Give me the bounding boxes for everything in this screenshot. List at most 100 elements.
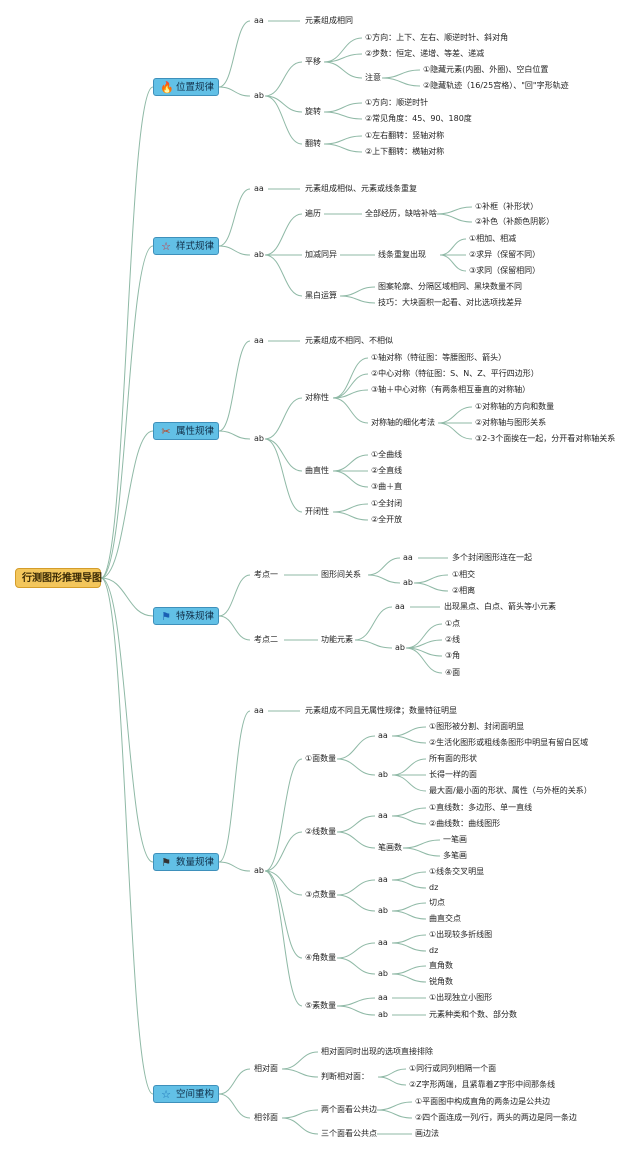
node-label: 一笔画 [443, 835, 467, 844]
connector [336, 879, 376, 896]
node-label: 加减同异 [305, 250, 337, 259]
node-label: ②全开放 [371, 515, 403, 524]
connector [218, 710, 251, 863]
fire-icon: 🔥 [160, 81, 174, 94]
connector [218, 188, 251, 247]
connector [264, 870, 303, 896]
branch-label: 数量规律 [176, 857, 215, 868]
connector [336, 831, 376, 849]
connector [332, 357, 369, 399]
node-label: ab [395, 643, 405, 652]
node-label: 所有面的形状 [429, 754, 477, 763]
connector [402, 839, 441, 849]
root-node[interactable]: 行测图形推理导图 [15, 568, 102, 588]
connector [323, 102, 363, 113]
node-label: ab [254, 434, 264, 443]
root-connector [100, 577, 154, 617]
connector [336, 942, 376, 959]
connector [439, 238, 467, 256]
connector [332, 511, 369, 521]
node-label: ab [378, 770, 388, 779]
connector [264, 438, 303, 513]
branch-label: 空间重构 [176, 1089, 215, 1100]
node-label: aa [403, 553, 413, 562]
connector [367, 574, 401, 584]
connector [391, 902, 427, 912]
connector [391, 942, 427, 952]
node-label: ④面 [445, 668, 461, 677]
connector [332, 397, 369, 424]
node-label: ①隐藏元素(内圈、外圈)、空白位置 [423, 65, 549, 74]
node-label: 翻转 [305, 139, 321, 148]
node-label: 考点二 [254, 635, 278, 644]
connector [381, 77, 421, 87]
connector [264, 213, 303, 256]
node-label: ②步数：恒定、递增、等差、递减 [365, 49, 485, 58]
node-label: 遍历 [305, 209, 321, 218]
branch-position[interactable]: 🔥位置规律 [153, 78, 219, 96]
connector [264, 870, 303, 1007]
connector [413, 574, 449, 584]
node-label: ③曲＋直 [371, 482, 403, 491]
node-label: ①平面图中构成直角的两条边是公共边 [415, 1097, 551, 1106]
connector [264, 870, 303, 959]
branch-style[interactable]: ☆样式规律 [153, 237, 219, 255]
branch-quantity[interactable]: ⚑数量规律 [153, 853, 219, 871]
connector [281, 1109, 319, 1119]
connector [323, 143, 363, 153]
connector [376, 1101, 413, 1111]
connector [218, 861, 251, 872]
node-label: ②求异（保留不同） [469, 250, 541, 259]
node-label: 笔画数 [378, 843, 402, 852]
branch-space[interactable]: ☆空间重构 [153, 1085, 219, 1103]
node-label: ③角 [445, 651, 461, 660]
star-icon: ☆ [161, 240, 171, 253]
connector [391, 807, 427, 817]
node-label: ②补色（补颜色阴影） [475, 217, 555, 226]
connector [436, 206, 473, 215]
node-label: ab [378, 969, 388, 978]
node-label: ①线条交叉明显 [429, 867, 485, 876]
connector [436, 213, 473, 223]
node-label: aa [254, 16, 264, 25]
root-connector [100, 86, 154, 579]
connector [391, 726, 427, 737]
branch-special[interactable]: ⚑特殊规律 [153, 607, 219, 625]
node-label: 最大面/最小面的形状、属性（与外框的关系） [429, 786, 592, 795]
node-label: ②四个面连成一列/行，两头的两边是同一条边 [415, 1113, 577, 1122]
node-label: ①直线数：多边形、单一直线 [429, 803, 533, 812]
connector [402, 847, 441, 857]
connector [336, 735, 376, 760]
connector [391, 758, 427, 776]
connector [405, 647, 443, 674]
node-label: 长得一样的面 [429, 770, 477, 779]
connector [218, 574, 251, 617]
connector [323, 53, 363, 63]
node-label: 技巧：大块面积一起看、对比选项找差异 [378, 298, 522, 307]
node-label: 曲直交点 [429, 914, 461, 923]
node-label: 曲直性 [305, 466, 329, 475]
connector [354, 639, 393, 649]
node-label: 图形间关系 [321, 570, 361, 579]
node-label: 旋转 [305, 107, 321, 116]
branch-label: 特殊规律 [176, 611, 215, 622]
node-label: ab [254, 866, 264, 875]
node-label: 直角数 [429, 961, 453, 970]
node-label: ②生活化图形或粗线条图形中明显有留白区域 [429, 738, 589, 747]
node-label: dz [429, 946, 439, 955]
node-label: ②中心对称（特征图：S、N、Z、平行四边形） [371, 369, 539, 378]
connector [264, 254, 303, 297]
node-label: ②对称轴与图形关系 [475, 418, 547, 427]
branch-label: 属性规律 [176, 426, 215, 437]
connector [413, 582, 449, 592]
node-label: aa [254, 706, 264, 715]
node-label: ②线 [445, 635, 461, 644]
node-label: ③轴＋中心对称（有两条相互垂直的对称轴） [371, 385, 531, 394]
connector [264, 831, 303, 872]
branch-attribute[interactable]: ✂属性规律 [153, 422, 219, 440]
connector [336, 758, 376, 776]
root-connector [100, 577, 154, 1095]
node-label: ①相交 [452, 570, 476, 579]
node-label: 锐角数 [429, 977, 453, 986]
node-label: 相对面 [254, 1064, 278, 1073]
